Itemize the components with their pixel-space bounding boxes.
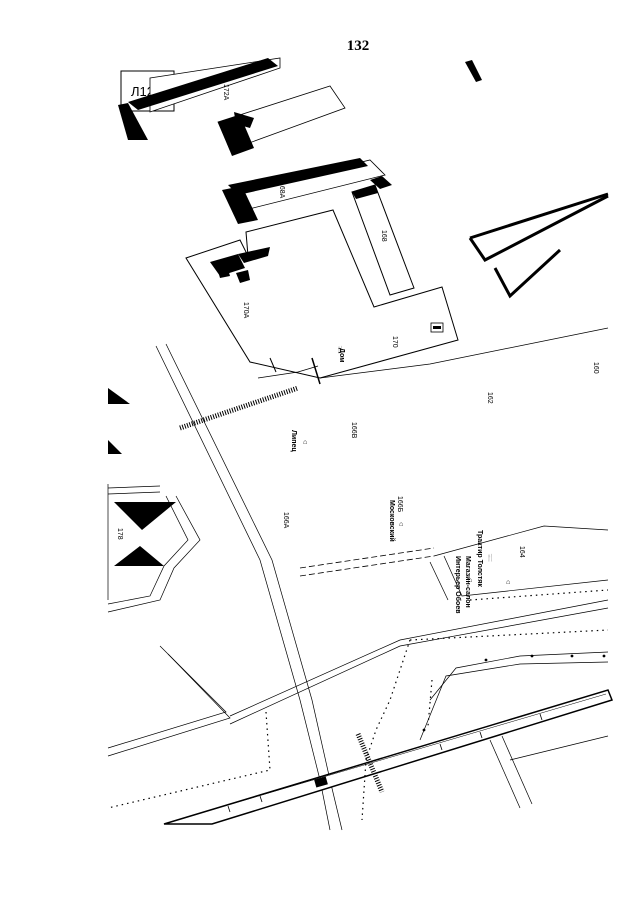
shop-icon: ⌂ [506,579,510,586]
building-label-170: 170 [391,336,398,348]
building-168 [351,176,415,296]
building-label-168: 168 [380,230,387,242]
building-172a [118,57,281,140]
shop-icon: ⌂ [303,439,307,446]
poi-label-shop: Магазин-салон [464,556,471,608]
poi-lipets[interactable]: ⌂ Липец [290,430,307,452]
building-label-178: 178 [116,528,123,540]
poi-label-moskovsky: Московский [388,500,396,542]
building-label-166a: 166А [282,512,289,529]
building-label-166v: 166В [350,422,357,439]
poi-traktir[interactable]: 🍴 Трактир Толстяк [476,530,495,587]
building-label-168a: 168А [278,182,285,199]
street-markings [227,654,606,813]
poi-dom[interactable]: 🍴 Дом [336,345,345,362]
poi-label-dom: Дом [338,348,345,362]
poi-shop-interior[interactable]: ⌂ Магазин-салон Интерьер Обоев [454,556,472,614]
building-label-172a: 172А [222,84,229,101]
building-label-164: 164 [518,546,525,558]
poi-164[interactable]: ⌂ [506,579,510,586]
building-label-160: 160 [592,362,599,374]
dashed-paths [299,547,435,577]
page-number: 132 [346,38,370,54]
building-label-162: 162 [486,392,493,404]
poi-moskovsky[interactable]: ⌂ Московский [388,500,403,542]
building-label-166b: 166Б [396,496,403,513]
roads [107,327,609,831]
building-right-corner [468,192,609,299]
building-label-170a: 170А [242,302,249,319]
poi-label-interior: Интерьер Обоев [454,556,462,614]
shop-icon: ⌂ [399,521,403,528]
restaurant-icon: 🍴 [486,553,495,562]
sheet-label: Л12 [131,84,154,99]
building-168a [217,85,386,224]
poi-label-traktir: Трактир Толстяк [476,530,483,587]
shop-icon: ⌂ [468,577,472,584]
poi-label-lipets: Липец [290,430,297,452]
main-street[interactable] [163,689,613,825]
building-top-right [465,60,482,82]
building-labels: 172А 168А 168 170А 170 166В 166Б 166А 16… [116,84,599,558]
building-block-170 [185,209,459,385]
left-wedges [108,388,176,566]
crosswalks [179,385,385,793]
dotted-boundaries [107,589,609,821]
restaurant-icon: 🍴 [336,345,345,354]
